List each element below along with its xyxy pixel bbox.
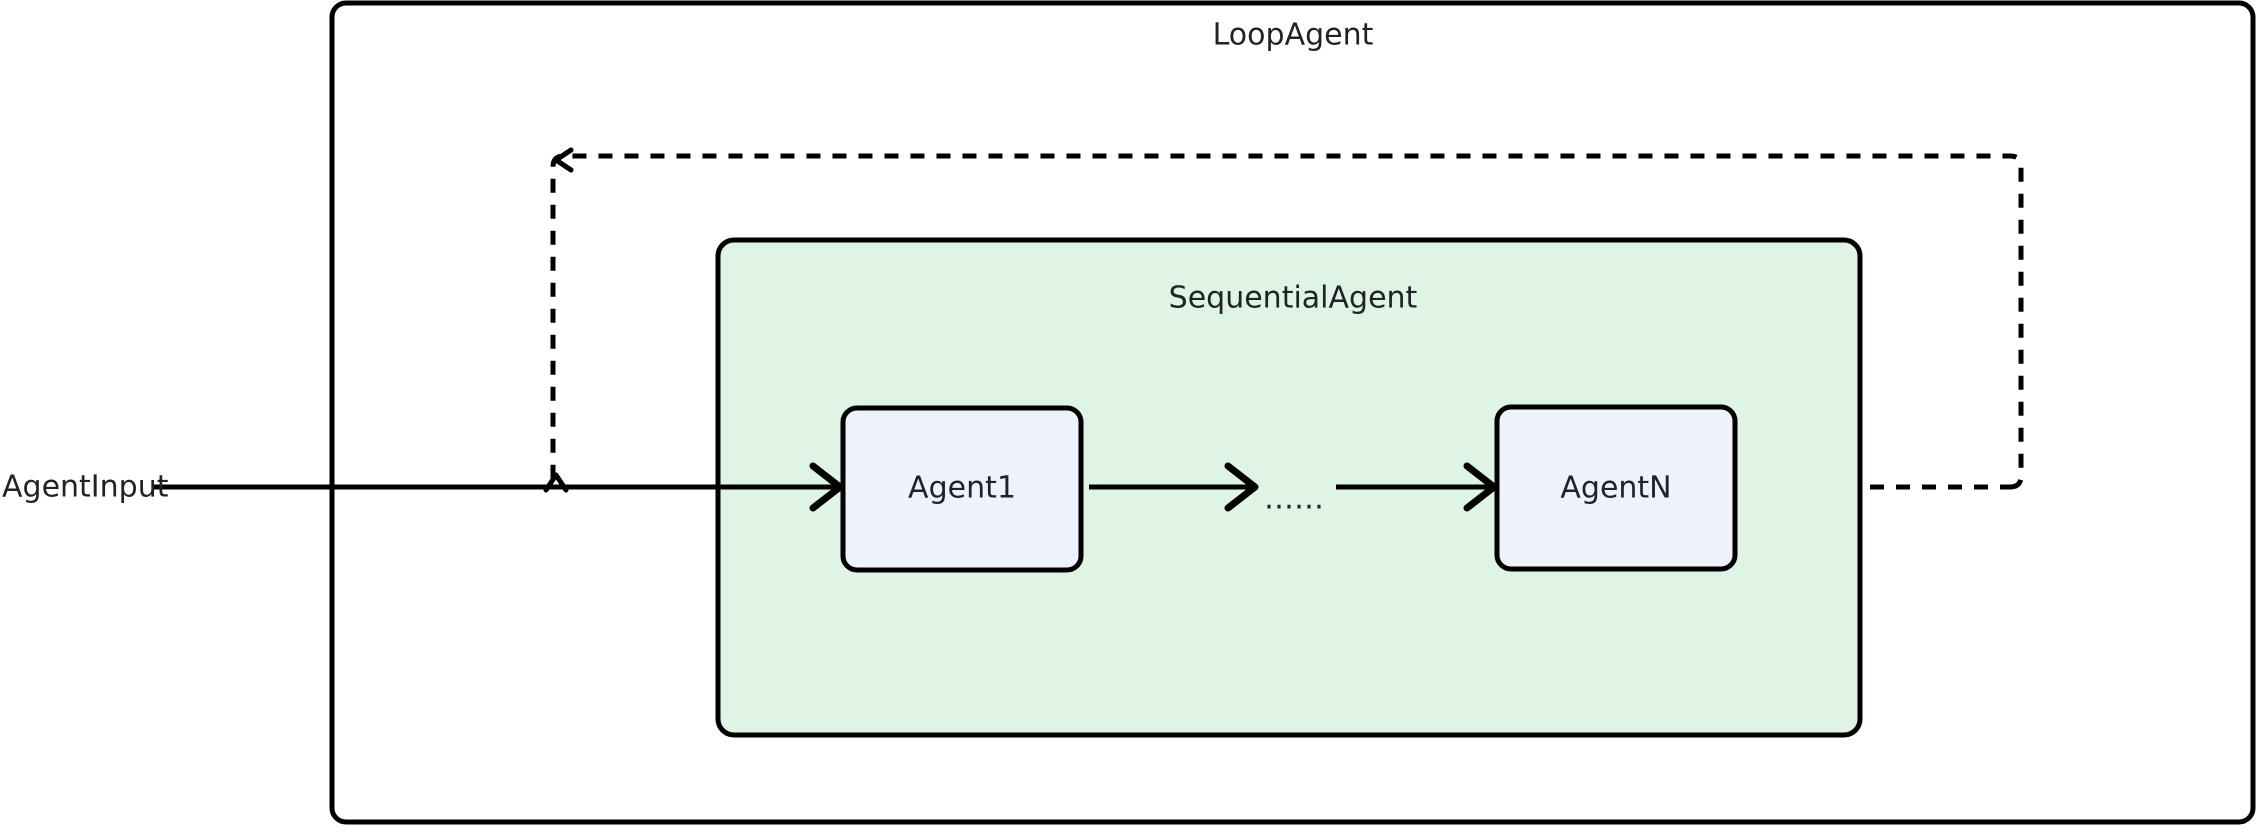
loop-agent-label: LoopAgent (1213, 18, 1374, 53)
loop-direction-arrowhead (553, 147, 574, 173)
sequential-agent-label: SequentialAgent (1169, 281, 1418, 316)
agent-input-label: AgentInput (2, 470, 169, 505)
ellipsis-label: …… (1264, 482, 1324, 517)
agent1-to-ellipsis-arrowhead (1224, 462, 1259, 512)
ellipsis-to-agentn-arrowhead (1463, 462, 1498, 512)
agent-n-label: AgentN (1560, 471, 1671, 506)
agent-1-label: Agent1 (908, 471, 1016, 506)
agent-input-arrowhead (809, 462, 844, 512)
agent-n-node[interactable] (1494, 404, 1738, 572)
agent-1-node[interactable] (840, 405, 1084, 573)
loop-back-edge-path (550, 153, 2024, 490)
